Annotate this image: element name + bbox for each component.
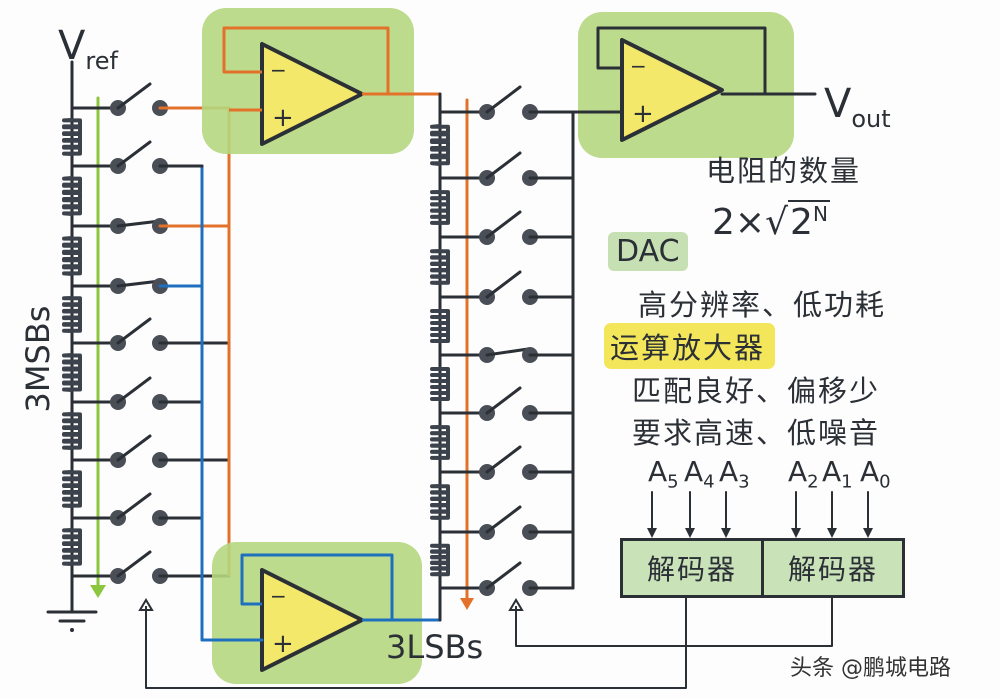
msb-switch-blade-open — [116, 434, 152, 462]
output-opamp-triangle-icon — [620, 38, 724, 142]
msb-switch-blade-closed — [116, 219, 162, 228]
input-bit-a0: A0 — [860, 455, 891, 493]
msb-decoder: 解码器 — [620, 538, 764, 598]
input-bit-a5: A5 — [648, 455, 679, 493]
arrow-down-icon — [863, 528, 873, 538]
dac-badge: DAC — [608, 232, 688, 271]
lsb-switch-blade-open — [485, 561, 522, 590]
lsb-resistor-icon — [430, 309, 450, 343]
opamp-requirements-2: 要求高速、低噪音 — [632, 416, 881, 450]
formula-radicand: 2N — [788, 200, 830, 243]
input-bit-a1: A1 — [822, 455, 853, 493]
msb-resistor-icon — [62, 412, 82, 450]
msb-resistor-icon — [62, 118, 82, 156]
vref-sub: ref — [85, 47, 118, 75]
msb-switch-blade-closed — [116, 279, 162, 288]
watermark: 头条 @鹏城电路 — [790, 656, 951, 681]
msb-switch-blade-open — [116, 317, 152, 345]
lsb-label: 3LSBs — [386, 628, 484, 666]
input-bit-a2: A2 — [788, 455, 819, 493]
msb-resistor-icon — [62, 176, 82, 216]
ground-icon — [70, 628, 74, 632]
lsb-switch-blade-open — [485, 270, 522, 299]
msb-resistor-icon — [62, 353, 82, 392]
top-opamp-minus-sign: − — [270, 58, 287, 82]
arrow-down-icon — [827, 528, 837, 538]
arrow-down-icon — [791, 528, 801, 538]
arrow-up-icon — [508, 598, 524, 611]
msb-label: 3MSBs — [19, 305, 57, 413]
lsb-resistor-icon — [430, 543, 450, 577]
opamp-badge: 运算放大器 — [604, 323, 776, 369]
top-opamp-feedback — [222, 26, 390, 94]
formula-base: 2 — [790, 202, 813, 243]
output-opamp-minus-sign: − — [630, 54, 647, 78]
msb-switch-blade-open — [116, 492, 152, 520]
arrow-down-icon — [685, 528, 695, 538]
bottom-opamp-feedback — [240, 553, 394, 620]
bottom-opamp-plus-sign: + — [272, 629, 294, 659]
dac-requirements: 高分辨率、低功耗 — [638, 288, 887, 322]
output-opamp-feedback — [596, 26, 767, 94]
top-opamp-triangle-icon — [260, 42, 364, 146]
output-opamp-plus-sign: + — [632, 99, 654, 129]
msb-resistor-icon — [62, 296, 82, 333]
msb-decoder-control-line — [145, 598, 687, 689]
bottom-opamp-triangle-icon — [260, 568, 364, 672]
msb-switch-blade-open — [116, 140, 152, 168]
lsb-decoder: 解码器 — [761, 538, 905, 598]
msb-resistor-icon — [62, 528, 82, 566]
formula-prefix: 2× — [712, 202, 766, 243]
lsb-decoder-control-line — [515, 598, 833, 647]
input-bit-a3: A3 — [719, 455, 750, 493]
resistor-count-formula: 2×√2N — [712, 200, 830, 243]
msb-switch-blade-open — [116, 376, 152, 404]
arrow-down-icon — [721, 528, 731, 538]
vout-sub: out — [851, 105, 891, 133]
vout-main: V — [824, 81, 852, 127]
lsb-switch-blade-open — [485, 151, 522, 180]
lsb-resistor-icon — [430, 249, 450, 285]
lsb-switch-blade-open — [485, 445, 522, 474]
lsb-resistor-icon — [430, 484, 450, 520]
lsb-switch-blade-open — [485, 210, 522, 239]
lsb-switch-blade-open — [485, 505, 522, 534]
msb-resistor-icon — [62, 236, 82, 276]
input-bit-a4: A4 — [684, 455, 715, 493]
top-opamp-plus-sign: + — [272, 103, 294, 133]
formula-exp: N — [812, 202, 828, 226]
arrow-down-icon — [647, 528, 657, 538]
lsb-resistor-icon — [430, 124, 450, 166]
sqrt-icon: √ — [765, 202, 789, 243]
vref-label: Vref — [58, 23, 118, 75]
lsb-resistor-icon — [430, 190, 450, 225]
opamp-requirements-1: 匹配良好、偏移少 — [632, 374, 881, 408]
lsb-switch-blade-open — [485, 386, 522, 415]
arrow-down-icon — [460, 598, 474, 610]
vout-label: Vout — [824, 81, 891, 133]
msb-resistor-icon — [62, 470, 82, 508]
arrow-down-icon — [90, 585, 106, 598]
arrow-up-icon — [138, 598, 154, 611]
vref-main: V — [58, 23, 86, 69]
resistor-count-title: 电阻的数量 — [706, 154, 862, 188]
msb-switch-blade-open — [116, 550, 152, 578]
bottom-opamp-minus-sign: − — [270, 584, 287, 608]
lsb-resistor-icon — [430, 425, 450, 460]
msb-switch-blade-open — [116, 82, 152, 110]
lsb-switch-blade-closed — [485, 347, 530, 357]
lsb-resistor-icon — [430, 367, 450, 401]
lsb-switch-blade-open — [485, 85, 522, 114]
